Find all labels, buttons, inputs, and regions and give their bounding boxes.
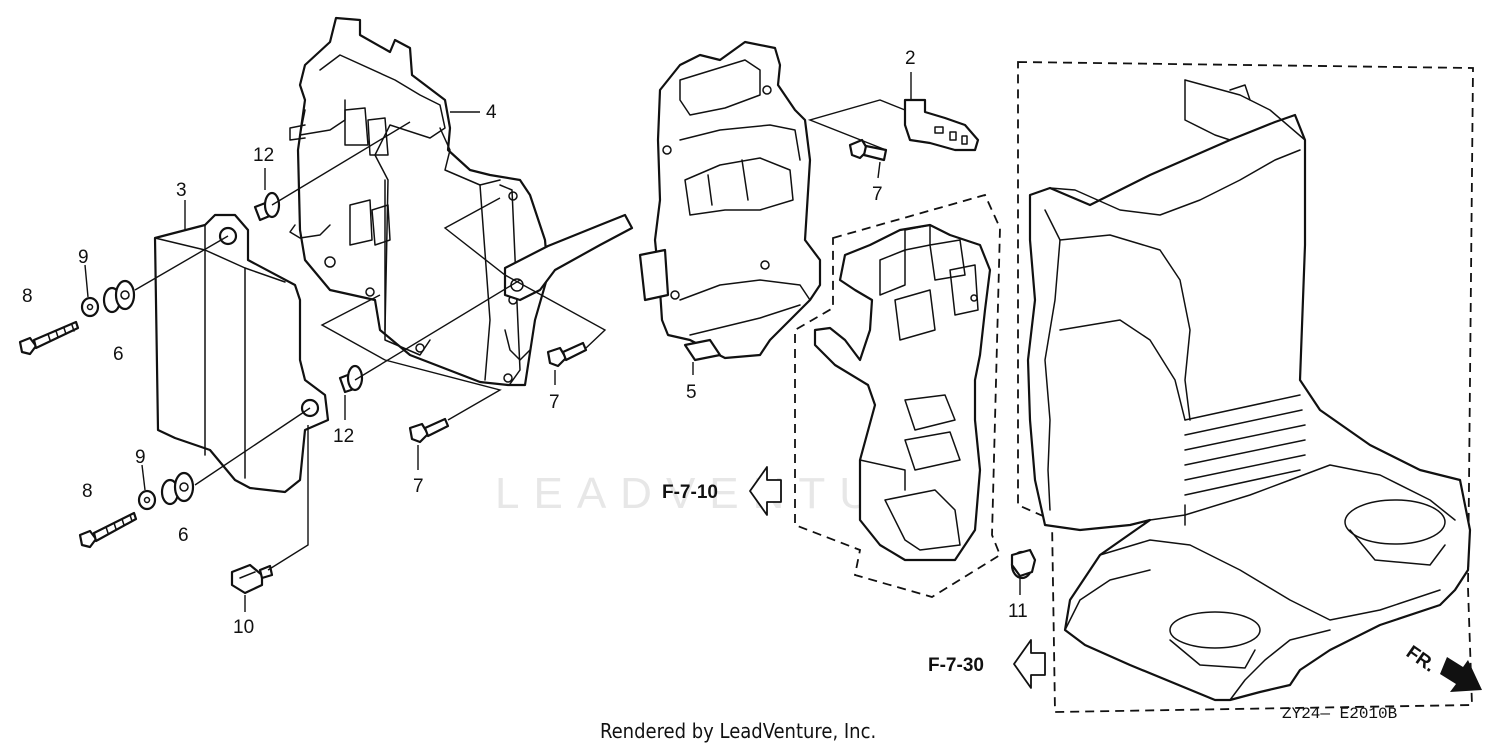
callout-9-upper: 9 xyxy=(78,247,89,268)
diagram-code: ZY24— E2010B xyxy=(1282,705,1397,723)
ref-f-7-30-label[interactable]: F-7-30 xyxy=(928,655,984,676)
part-3-inverter-unit xyxy=(153,213,330,494)
ref-f-7-10[interactable]: F-7-10 xyxy=(662,466,782,516)
callout-7-b: 7 xyxy=(549,392,560,413)
leader-lines xyxy=(84,72,1021,612)
callout-12-lower: 12 xyxy=(333,426,354,447)
footer-credit: Rendered by LeadVenture, Inc. xyxy=(600,719,876,743)
callout-11: 11 xyxy=(1008,601,1028,622)
part-10-clip xyxy=(230,563,274,595)
part-7-bolt-b xyxy=(546,341,588,368)
inner-bracket xyxy=(813,223,992,562)
part-5-frame xyxy=(638,40,822,362)
part-6-grommet-upper xyxy=(102,279,136,314)
part-2-clip xyxy=(903,98,980,152)
bracket-dashed-boundary xyxy=(794,193,1002,598)
part-11-grommet xyxy=(1010,548,1037,580)
part-12-collar-upper xyxy=(253,191,281,222)
part-9-washer-lower xyxy=(137,489,157,511)
front-label: FR. xyxy=(1402,642,1439,677)
callout-8-upper: 8 xyxy=(22,286,33,307)
ref-f-7-10-label[interactable]: F-7-10 xyxy=(662,482,718,503)
part-7-bolt-a xyxy=(848,138,888,162)
callout-7-c: 7 xyxy=(413,476,424,497)
part-7-bolt-c xyxy=(408,417,450,444)
callout-5: 5 xyxy=(686,382,697,403)
callout-8-lower: 8 xyxy=(82,481,93,502)
front-arrow-icon xyxy=(1440,657,1482,692)
cover-dashed-boundary xyxy=(1017,61,1474,713)
callout-6-lower: 6 xyxy=(178,525,189,546)
part-12-collar-lower xyxy=(338,364,364,394)
callout-4: 4 xyxy=(486,102,497,123)
callout-12-upper: 12 xyxy=(253,145,274,166)
cover-panel xyxy=(1026,79,1472,702)
callout-3: 3 xyxy=(176,180,187,201)
part-9-washer-upper xyxy=(80,296,100,318)
callout-2: 2 xyxy=(905,48,916,69)
part-6-grommet-lower xyxy=(160,471,195,506)
callout-6-upper: 6 xyxy=(113,344,124,365)
part-8-bolt-upper xyxy=(18,320,80,356)
part-4-control-box xyxy=(289,16,634,387)
callout-10: 10 xyxy=(233,617,254,638)
callout-9-lower: 9 xyxy=(135,447,146,468)
part-8-bolt-lower xyxy=(78,511,138,549)
left-arrow-icon xyxy=(749,466,782,516)
callout-7-a: 7 xyxy=(872,184,883,205)
ref-f-7-30[interactable]: F-7-30 xyxy=(928,639,1046,689)
left-arrow-icon xyxy=(1013,639,1046,689)
